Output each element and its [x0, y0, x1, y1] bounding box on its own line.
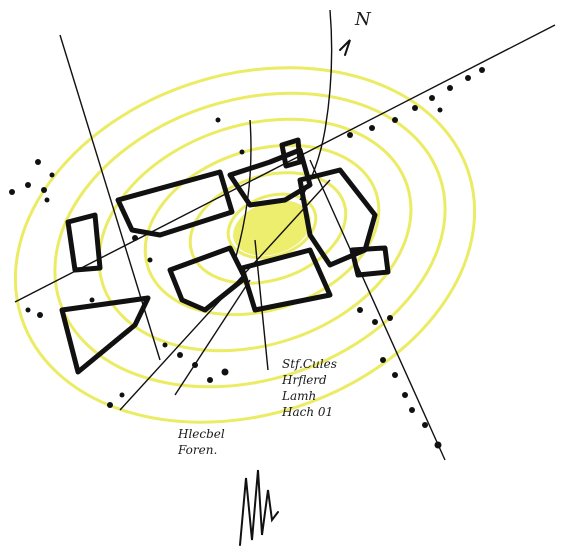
annotation-right-line: Hach 01: [282, 404, 337, 420]
annotation-left: Hlecbel Foren.: [178, 426, 225, 458]
tree-dot: [37, 312, 43, 318]
tree-dot: [216, 118, 221, 123]
tree-dot: [107, 402, 113, 408]
tree-dot: [132, 235, 138, 241]
tree-dot: [387, 315, 393, 321]
building-lower-right: [242, 250, 330, 310]
tree-dot: [369, 125, 375, 131]
tree-dot: [207, 377, 213, 383]
tree-dot: [357, 307, 363, 313]
tree-dot: [41, 187, 47, 193]
vertical-axis-left: [60, 35, 160, 360]
tree-dot: [438, 108, 443, 113]
annotation-right-line: Hrflerd: [282, 372, 337, 388]
north-mark: N: [355, 12, 371, 28]
tree-dot: [50, 173, 55, 178]
building-trapezoid-left: [62, 298, 148, 372]
annotation-right: Stf.Cules Hrflerd Lamh Hach 01: [282, 356, 337, 420]
tree-dot: [429, 95, 435, 101]
tree-dot: [177, 352, 183, 358]
building-lower-left: [170, 248, 245, 310]
tree-dot: [392, 372, 398, 378]
tree-dot: [447, 85, 453, 91]
building-footprints: [62, 140, 388, 372]
tree-dot: [372, 319, 378, 325]
tree-dot: [465, 75, 471, 81]
tree-dot: [192, 362, 198, 368]
tree-dot: [240, 150, 245, 155]
annotation-left-line: Hlecbel: [178, 426, 225, 442]
tree-dot: [412, 105, 418, 111]
tree-dot: [422, 422, 428, 428]
tree-dot: [479, 67, 485, 73]
tree-dot: [26, 308, 31, 313]
tree-dot: [392, 117, 398, 123]
tree-dot: [35, 159, 41, 165]
building-square-left: [68, 215, 100, 270]
tree-dot: [9, 189, 15, 195]
tree-dot: [45, 198, 50, 203]
tree-dot: [163, 343, 168, 348]
annotation-right-line: Stf.Cules: [282, 356, 337, 372]
tree-dot: [435, 442, 442, 449]
tree-dot: [347, 132, 353, 138]
tree-dot: [90, 298, 95, 303]
annotation-left-line: Foren.: [178, 442, 225, 458]
detail-strokes: [240, 40, 350, 545]
arrow-mark-top: [340, 40, 350, 55]
tree-dot: [402, 392, 408, 398]
tree-dot: [25, 182, 31, 188]
tree-dot: [148, 258, 153, 263]
annotation-right-line: Lamh: [282, 388, 337, 404]
tree-dot: [409, 407, 415, 413]
signature-scribble: [240, 470, 278, 545]
tree-dot: [120, 393, 125, 398]
tree-dot: [380, 357, 386, 363]
tree-dot: [222, 369, 229, 376]
